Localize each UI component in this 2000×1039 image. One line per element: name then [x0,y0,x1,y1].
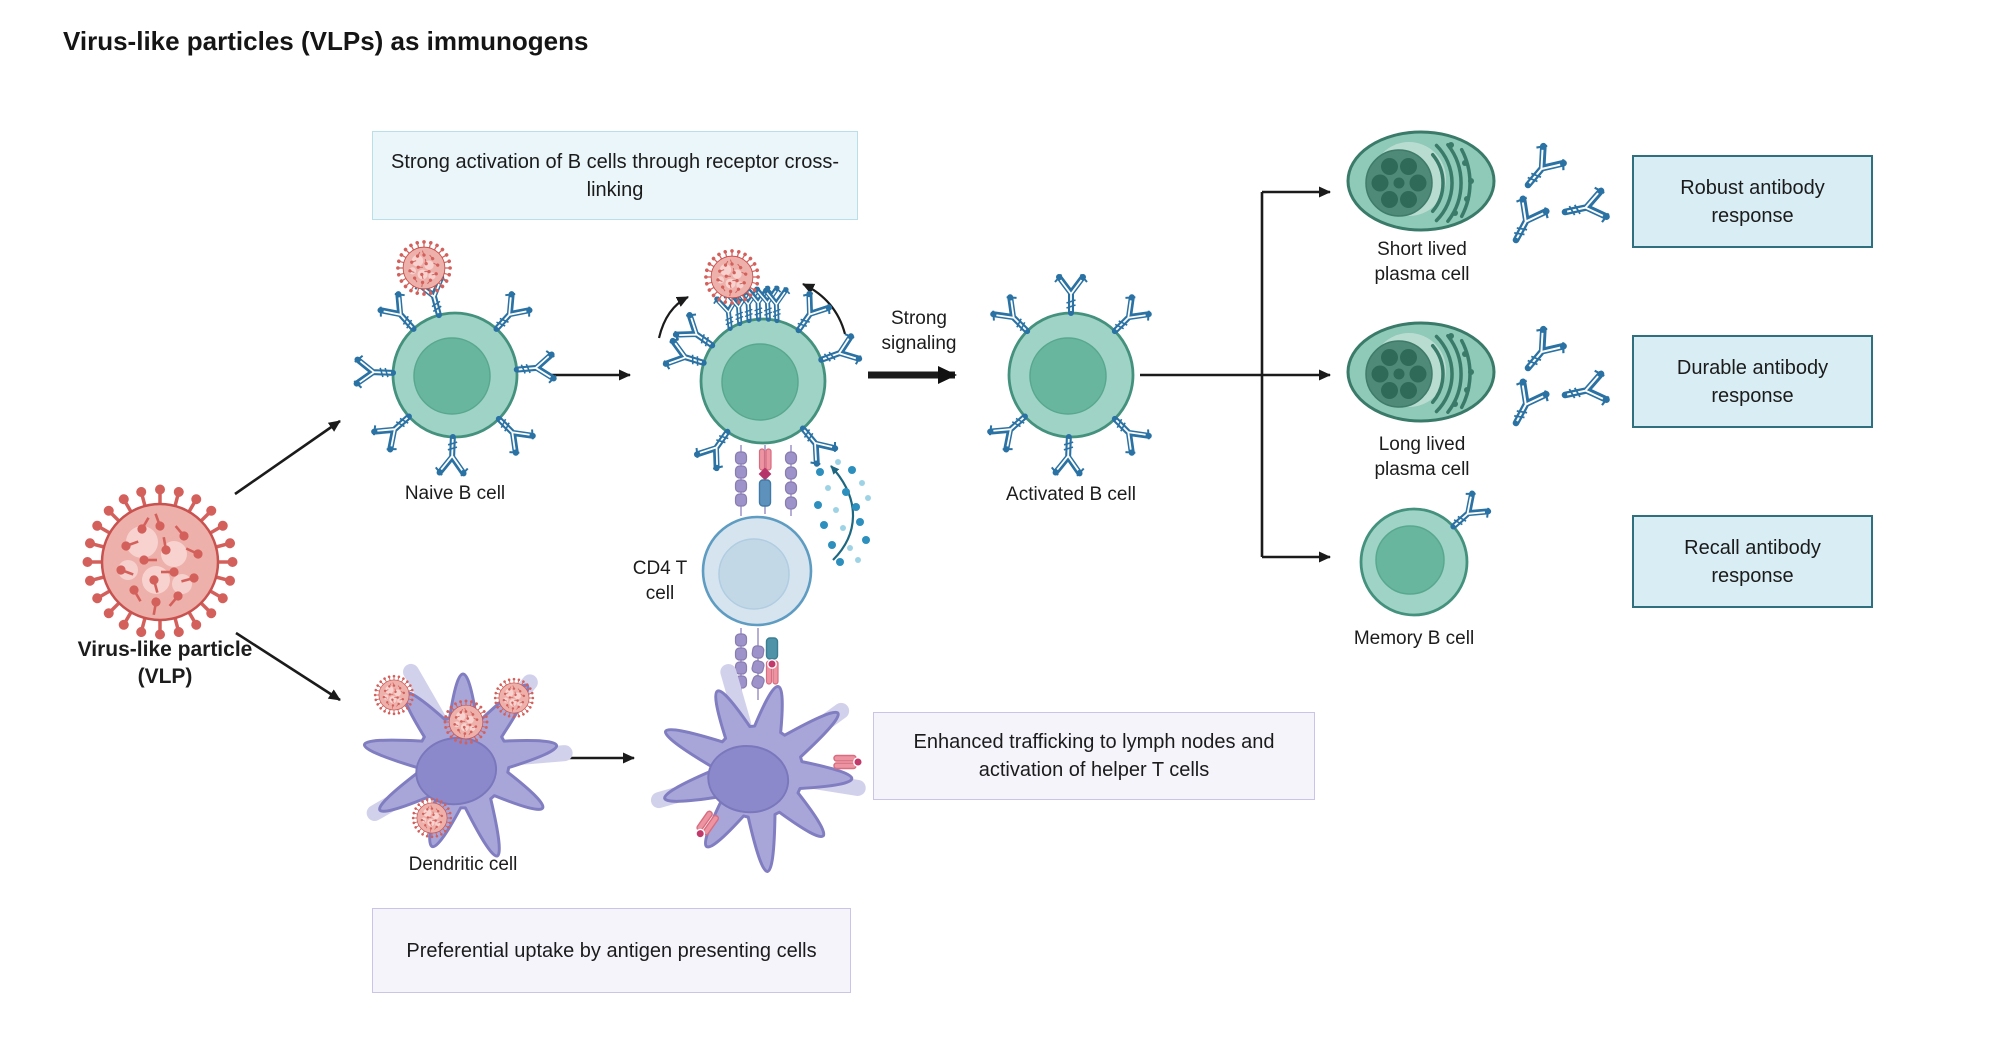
long-lived-plasma-cell-label: Long lived plasma cell [1374,434,1470,481]
activated-b-cell-label: Activated B cell [1006,484,1136,505]
callout-b-cell-activation: Strong activation of B cells through rec… [372,131,858,220]
callout-durable-response: Durable antibody response [1632,335,1873,428]
callout-lymph-trafficking: Enhanced trafficking to lymph nodes and … [873,712,1315,800]
cd4-t-cell-label: CD4 T cell [632,558,688,605]
page-title: Virus-like particles (VLPs) as immunogen… [63,26,589,56]
crosslinking-arrows [657,283,847,339]
memory-b-cell [1359,489,1493,617]
activated-b-cell [986,275,1154,476]
bcell-tcell-synapse [734,445,798,516]
callout-recall-response: Recall antibody response [1632,515,1873,608]
dendritic-cell [362,659,575,858]
cytokine-signals [814,459,871,566]
antigen-presenting-dendritic-cell [636,648,890,892]
long-lived-plasma-cell [1346,323,1610,431]
short-lived-plasma-cell [1346,130,1610,248]
vlp-particle [83,485,238,640]
short-lived-plasma-cell-label: Short lived plasma cell [1374,239,1470,286]
arrow-vlp-to-naive-b [234,419,341,496]
arrow-vlp-to-dendritic [235,631,341,702]
callout-apc-uptake: Preferential uptake by antigen presentin… [372,908,851,993]
naive-b-cell [354,240,557,476]
memory-b-cell-label: Memory B cell [1353,628,1475,649]
cd4-t-cell [701,515,813,627]
flow-arrows [234,186,1331,764]
crosslinked-b-cell [662,249,863,472]
vlp-crosslinking-receptors [704,249,760,305]
vlp-bound-to-naive-b [396,240,452,296]
dendritic-cell-label: Dendritic cell [408,854,518,875]
naive-b-cell-label: Naive B cell [404,483,506,504]
strong-signaling-label: Strong signaling [881,308,957,355]
vlp-label: Virus-like particle (VLP) [77,638,253,689]
callout-robust-response: Robust antibody response [1632,155,1873,248]
tcell-dendritic-synapse [734,628,779,700]
